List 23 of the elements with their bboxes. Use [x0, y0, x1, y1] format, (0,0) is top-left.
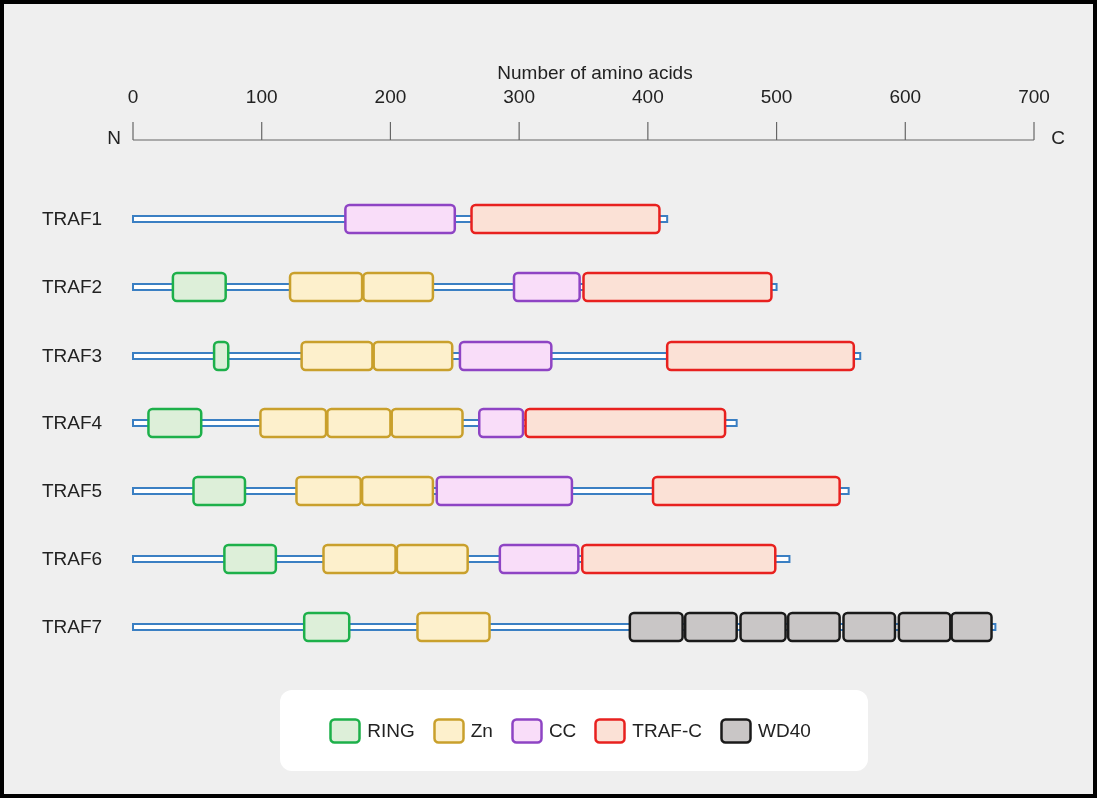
tick-label: 400	[632, 87, 664, 106]
tick-label: 0	[127, 87, 139, 106]
tick-label: 300	[503, 87, 535, 106]
protein-name: TRAF5	[42, 481, 103, 500]
tick-label: 200	[374, 87, 407, 106]
tick-label: 600	[889, 87, 922, 106]
terminus-label: N	[107, 128, 121, 147]
legend-label: Zn	[470, 719, 493, 742]
legend-label: RING	[367, 719, 415, 742]
protein-name: TRAF6	[42, 549, 103, 568]
tick-label: 500	[760, 87, 793, 106]
tick-label: 700	[1018, 87, 1050, 106]
axis-title: Number of amino acids	[497, 63, 693, 82]
legend-label: TRAF-C	[632, 719, 702, 742]
protein-name: TRAF7	[42, 617, 103, 636]
protein-name: TRAF4	[42, 413, 103, 432]
terminus-label: C	[1051, 128, 1065, 147]
legend-label: CC	[548, 719, 577, 742]
protein-name: TRAF3	[42, 346, 103, 365]
legend-label: WD40	[758, 719, 811, 742]
protein-name: TRAF1	[42, 209, 103, 228]
tick-label: 100	[245, 87, 278, 106]
protein-name: TRAF2	[42, 277, 103, 296]
